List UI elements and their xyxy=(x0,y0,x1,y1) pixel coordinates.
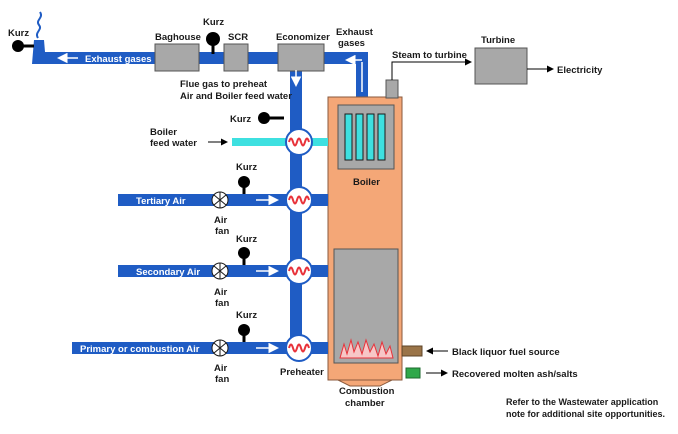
economizer-label: Economizer xyxy=(276,32,330,43)
primary-air-label: Primary or combustion Air xyxy=(80,344,200,355)
fan-icon xyxy=(211,191,229,209)
flame-icon xyxy=(339,338,394,359)
flow-meter-icon xyxy=(206,32,220,54)
flow-meter-icon xyxy=(258,112,284,124)
scr-box xyxy=(223,43,249,72)
boiler-feed-label-2: feed water xyxy=(150,138,197,149)
air-fan-3-label-b: fan xyxy=(215,374,229,385)
air-fan-3-label-a: Air xyxy=(214,363,228,374)
flow-meter-icon xyxy=(238,176,250,194)
heat-exchanger-icon xyxy=(285,128,313,156)
tertiary-air-label: Tertiary Air xyxy=(136,196,186,207)
fan-icon xyxy=(211,339,229,357)
flow-meter-icon xyxy=(12,40,34,52)
exhaust-gases-top-label-2: gases xyxy=(338,38,365,49)
air-fan-1-label-a: Air xyxy=(214,215,228,226)
kurz-feed-label: Kurz xyxy=(230,114,251,125)
flue-gas-label-2: Air and Boiler feed water xyxy=(180,91,292,102)
kurz-secondary-label: Kurz xyxy=(236,234,257,245)
note-line-2: note for additional site opportunities. xyxy=(506,409,665,419)
combustion-label-2: chamber xyxy=(345,398,385,409)
steam-outlet-pipe xyxy=(385,79,399,99)
primary-air-duct xyxy=(72,342,328,354)
economizer-box xyxy=(277,43,325,72)
black-liquor-label: Black liquor fuel source xyxy=(452,347,560,358)
heat-exchanger-icon xyxy=(285,257,313,285)
air-fan-2-label-a: Air xyxy=(214,287,228,298)
kurz-top-label: Kurz xyxy=(203,17,224,28)
air-fan-2-label-b: fan xyxy=(215,298,229,309)
boiler-label: Boiler xyxy=(353,177,380,188)
combustion-label-1: Combustion xyxy=(339,386,395,397)
boiler-bottom xyxy=(337,379,393,387)
flow-meter-icon xyxy=(238,247,250,265)
air-fan-1-label-b: fan xyxy=(215,226,229,237)
flue-gas-label-1: Flue gas to preheat xyxy=(180,79,268,90)
kurz-primary-label: Kurz xyxy=(236,310,257,321)
black-liquor-pipe xyxy=(401,345,423,357)
ash-pipe xyxy=(405,367,421,379)
baghouse-box xyxy=(154,43,200,72)
steam-line xyxy=(391,58,472,80)
turbine-box xyxy=(474,47,528,85)
electricity-label: Electricity xyxy=(557,65,603,76)
kurz-stack-label: Kurz xyxy=(8,28,29,39)
steam-to-turbine-label: Steam to turbine xyxy=(392,50,467,61)
preheater-label: Preheater xyxy=(280,367,324,378)
turbine-label: Turbine xyxy=(481,35,515,46)
note-line-1: Refer to the Wastewater application xyxy=(506,397,658,407)
flow-meter-icon xyxy=(238,324,250,342)
kurz-tertiary-label: Kurz xyxy=(236,162,257,173)
heat-exchanger-icon xyxy=(285,186,313,214)
baghouse-label: Baghouse xyxy=(155,32,201,43)
secondary-air-label: Secondary Air xyxy=(136,267,200,278)
feed-water-pipe xyxy=(232,138,328,146)
recovered-label: Recovered molten ash/salts xyxy=(452,369,578,380)
exhaust-gases-top-label-1: Exhaust xyxy=(336,27,374,38)
boiler-feed-label-1: Boiler xyxy=(150,127,177,138)
boiler-tubes xyxy=(344,113,386,161)
exhaust-gases-label: Exhaust gases xyxy=(85,54,152,65)
scr-label: SCR xyxy=(228,32,248,43)
stack-icon xyxy=(32,11,46,64)
fan-icon xyxy=(211,262,229,280)
heat-exchanger-icon xyxy=(285,334,313,362)
